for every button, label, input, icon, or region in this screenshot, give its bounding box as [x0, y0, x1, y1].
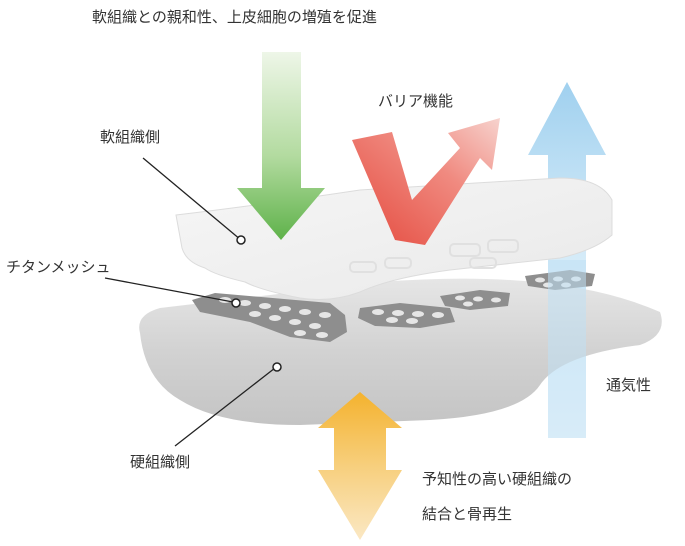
barrier-label: バリア機能: [378, 92, 454, 110]
affinity-arrow: [237, 52, 325, 240]
titanium-mesh-label: チタンメッシュ: [6, 258, 111, 276]
breathability-label: 通気性: [606, 376, 652, 394]
soft-tissue-side-label: 軟組織側: [100, 128, 161, 146]
hard-tissue-side-label: 硬組織側: [130, 453, 191, 471]
bone-bonding-label-line2: 結合と骨再生: [422, 505, 513, 523]
titanium-mesh: [192, 270, 595, 342]
bone-bonding-label-line1: 予知性の高い硬組織の: [422, 470, 573, 488]
membrane-texture: [349, 239, 519, 273]
bone-bonding-arrow: [318, 392, 402, 540]
breathability-arrow-front: [548, 260, 586, 438]
leader-lines: [104, 157, 276, 447]
affinity-label: 軟組織との親和性、上皮細胞の増殖を促進: [92, 8, 377, 26]
barrier-arrow: [352, 118, 500, 245]
leader-dots: [231, 235, 282, 372]
